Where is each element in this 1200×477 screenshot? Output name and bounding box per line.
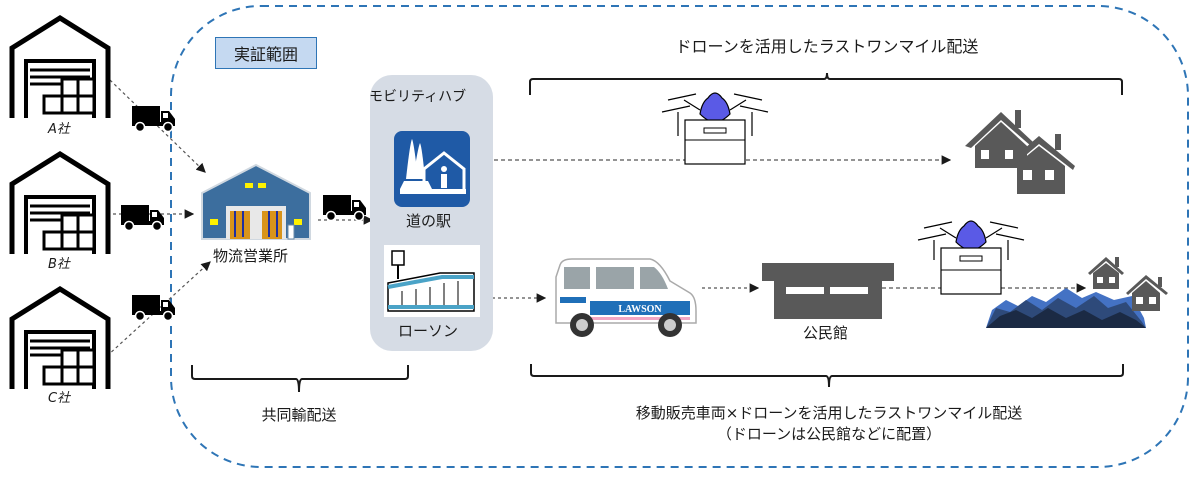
warehouse-icon: [9, 15, 111, 118]
warehouse-icon: [9, 151, 111, 254]
houses-icon: [965, 110, 1075, 194]
drone-icon: [917, 220, 1025, 295]
company-b-label: B社: [48, 257, 70, 272]
joint-delivery-caption: 共同輸配送: [261, 406, 337, 424]
community-center-icon: [762, 263, 894, 319]
warehouse-icon: [9, 286, 111, 389]
scope-badge: 実証範囲: [215, 37, 317, 69]
truck-icon: [132, 295, 175, 321]
convenience-store-icon: [384, 245, 480, 317]
bracket-joint: [191, 365, 409, 393]
mobile-sales-van-icon: LAWSON: [555, 258, 697, 337]
bracket-top: [529, 72, 1123, 95]
truck-icon: [132, 106, 175, 132]
community-center-label: 公民館: [803, 324, 849, 342]
bracket-bottom: [530, 364, 1124, 388]
mobility-hub-title: モビリティハブ: [369, 89, 467, 105]
drone-icon: [661, 92, 769, 165]
lawson-label: ローソン: [398, 322, 459, 340]
bottom-bracket-caption-line2: （ドローンは公民館などに配置）: [716, 425, 942, 443]
rural-houses-icon: [1088, 257, 1168, 311]
van-brand-text: LAWSON: [618, 304, 662, 315]
company-c-label: C社: [48, 391, 71, 406]
truck-icon: [323, 195, 366, 221]
company-a-label: A社: [48, 122, 70, 137]
scope-label: 実証範囲: [233, 45, 298, 64]
truck-icon: [121, 205, 164, 231]
logistics-depot-icon: [201, 163, 311, 240]
bottom-bracket-caption-line1: 移動販売車両×ドローンを活用したラストワンマイル配送: [635, 404, 1023, 422]
michi-no-eki-label: 道の駅: [406, 212, 452, 230]
depot-label: 物流営業所: [213, 247, 289, 265]
mountains-icon: [986, 288, 1146, 328]
michi-no-eki-icon: [394, 131, 470, 207]
arrow-c-to-depot: [106, 261, 211, 357]
scope-boundary: [170, 5, 1189, 468]
top-bracket-caption: ドローンを活用したラストワンマイル配送: [675, 37, 979, 56]
